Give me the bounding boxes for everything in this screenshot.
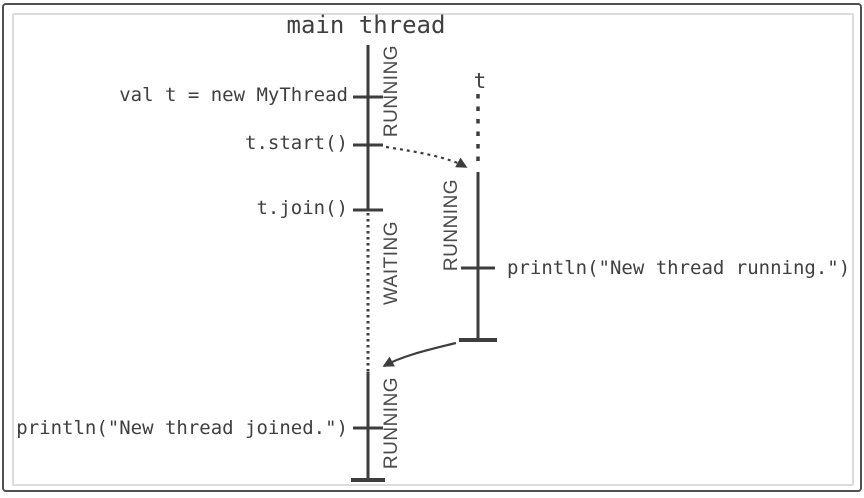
label-start: t.start() xyxy=(245,132,348,154)
t-thread-label: t xyxy=(473,69,487,93)
inner-border xyxy=(12,13,854,486)
label-join: t.join() xyxy=(256,197,348,219)
label-println-running: println("New thread running.") xyxy=(507,257,851,279)
label-println-joined: println("New thread joined.") xyxy=(16,417,348,439)
state-t-running: RUNNING xyxy=(441,178,462,272)
outer-border xyxy=(2,3,862,492)
state-running-bottom: RUNNING xyxy=(381,376,402,470)
diagram-title: main thread xyxy=(286,11,446,39)
state-waiting: WAITING xyxy=(381,220,402,306)
label-create: val t = new MyThread xyxy=(119,84,348,106)
start-arrow-dashed xyxy=(385,145,468,168)
join-return-arrow xyxy=(382,341,457,367)
state-running-top: RUNNING xyxy=(381,44,402,138)
